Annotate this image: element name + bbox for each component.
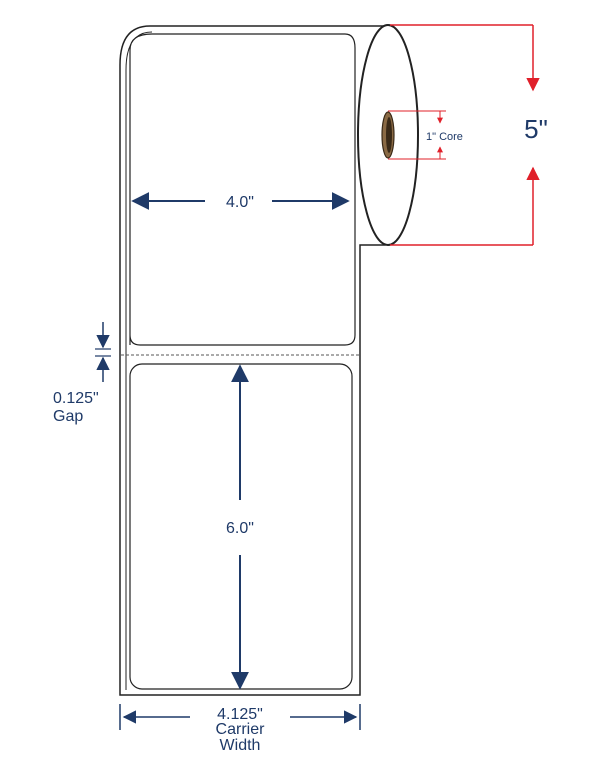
carrier-width-line2: Width [220, 737, 261, 754]
label-length-value: 6.0" [226, 520, 254, 537]
core-hole [386, 117, 392, 153]
gap-dimension [95, 322, 111, 382]
gap-value: 0.125" [53, 390, 99, 407]
carrier-width-dimension [119, 704, 361, 730]
core-dimension [388, 110, 446, 160]
label-width-value: 4.0" [226, 194, 254, 211]
gap-word: Gap [53, 408, 83, 425]
carrier-width-value: 4.125" [217, 706, 263, 723]
roll-diameter-label: 5" [524, 114, 548, 144]
label-top [129, 33, 356, 346]
roll-diameter-dimension [390, 24, 540, 246]
core-label: 1" Core [426, 131, 463, 143]
carrier-width-line1: Carrier [216, 721, 266, 738]
